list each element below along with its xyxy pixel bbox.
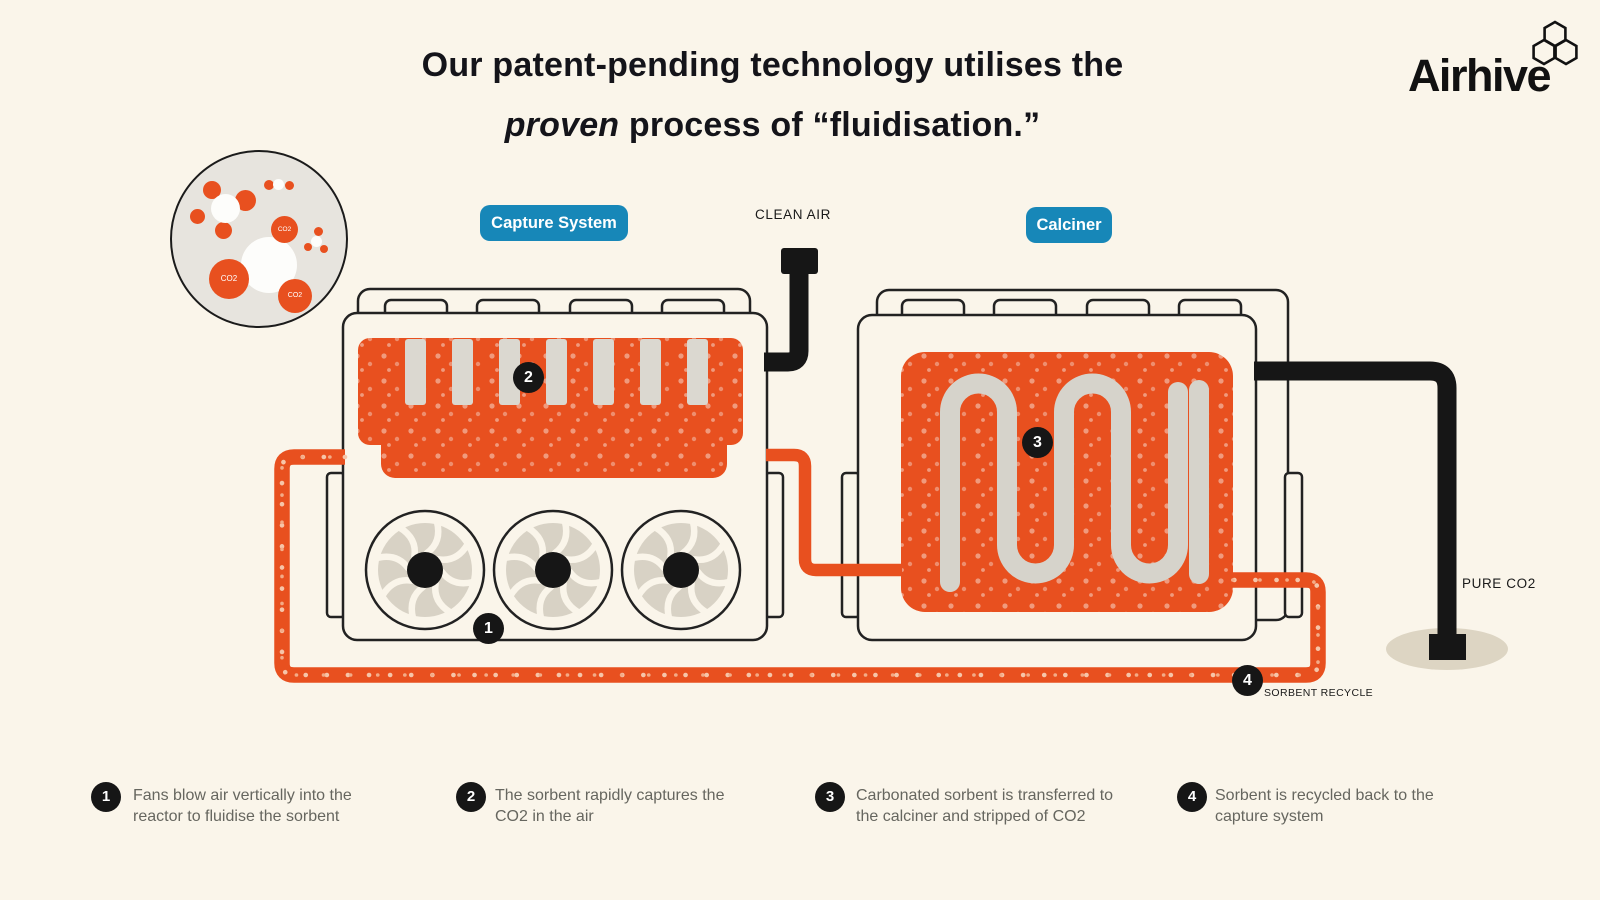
pure-co2-label: PURE CO2: [1462, 576, 1536, 591]
legend-line: The sorbent rapidly captures the: [495, 787, 725, 804]
capture-system-label: Capture System: [480, 205, 628, 241]
clean-air-label: CLEAN AIR: [755, 207, 831, 222]
legend-badge-3: 3: [815, 782, 845, 812]
capture-system-unit: [325, 287, 785, 642]
legend-line: reactor to fluidise the sorbent: [133, 807, 340, 825]
legend-text-4: Sorbent is recycled back to the capture …: [1215, 786, 1434, 827]
molecule-particle: [235, 190, 256, 211]
legend-badge-2: 2: [456, 782, 486, 812]
legend-badge-1: 1: [91, 782, 121, 812]
legend-line: CO2 in the air: [495, 807, 594, 825]
legend-line: the calciner and stripped of CO2: [856, 807, 1086, 825]
molecule-particle: [190, 209, 205, 224]
legend-line: Carbonated sorbent is transferred to: [856, 787, 1114, 804]
molecule-particle: [320, 245, 328, 253]
legend-text-1: Fans blow air vertically into the reacto…: [133, 786, 352, 827]
molecule-particle: [215, 222, 232, 239]
legend-line: capture system: [1215, 807, 1324, 825]
co2-particle: CO2: [278, 279, 312, 313]
molecule-particle: [311, 236, 322, 247]
heating-coil: [940, 373, 1209, 592]
title-line2-rest: process of “fluidisation.”: [628, 106, 1041, 144]
page-title-line2: proven process of “fluidisation.”: [0, 106, 1545, 145]
fan-icon: [620, 509, 742, 631]
legend-line: Fans blow air vertically into the: [133, 787, 352, 804]
molecule-particle: [304, 243, 312, 251]
sorbent-recycle-label: SORBENT RECYCLE: [1264, 687, 1374, 699]
sorbent-transfer-pipe: [766, 448, 902, 577]
molecule-particle: [314, 227, 323, 236]
title-italic-word: proven: [504, 106, 629, 144]
legend-text-3: Carbonated sorbent is transferred to the…: [856, 786, 1113, 827]
calciner-right-bracket: [1283, 471, 1304, 619]
legend-line: Sorbent is recycled back to the: [1215, 787, 1434, 804]
diagram-step-badge-4: 4: [1232, 665, 1263, 696]
co2-particle: CO2: [209, 259, 249, 299]
co2-particle: CO2: [271, 216, 298, 243]
legend-text-2: The sorbent rapidly captures the CO2 in …: [495, 786, 724, 827]
diagram-step-badge-2: 2: [513, 362, 544, 393]
honeycomb-icon: [1532, 20, 1578, 66]
airhive-logo: Airhive: [1407, 50, 1552, 101]
calciner-label: Calciner: [1026, 207, 1112, 243]
molecule-particle: [285, 181, 294, 190]
fan-icon: [364, 509, 486, 631]
capture-filter-slots: [405, 339, 708, 405]
calciner-unit: [840, 288, 1304, 642]
clean-air-pipe: [764, 248, 818, 372]
page-title-line1: Our patent-pending technology utilises t…: [421, 46, 1124, 84]
pure-co2-pipe: [1254, 361, 1508, 670]
air-sample-inset: CO2 CO2 CO2: [170, 150, 348, 328]
sorbent-recycle-pipe: [274, 449, 1326, 683]
diagram-step-badge-3: 3: [1022, 427, 1053, 458]
molecule-particle: [211, 194, 240, 223]
molecule-particle: [203, 181, 221, 199]
diagram-step-badge-1: 1: [473, 613, 504, 644]
molecule-particle: [273, 179, 284, 190]
fan-icon: [492, 509, 614, 631]
molecule-particle: [264, 180, 274, 190]
legend-badge-4: 4: [1177, 782, 1207, 812]
